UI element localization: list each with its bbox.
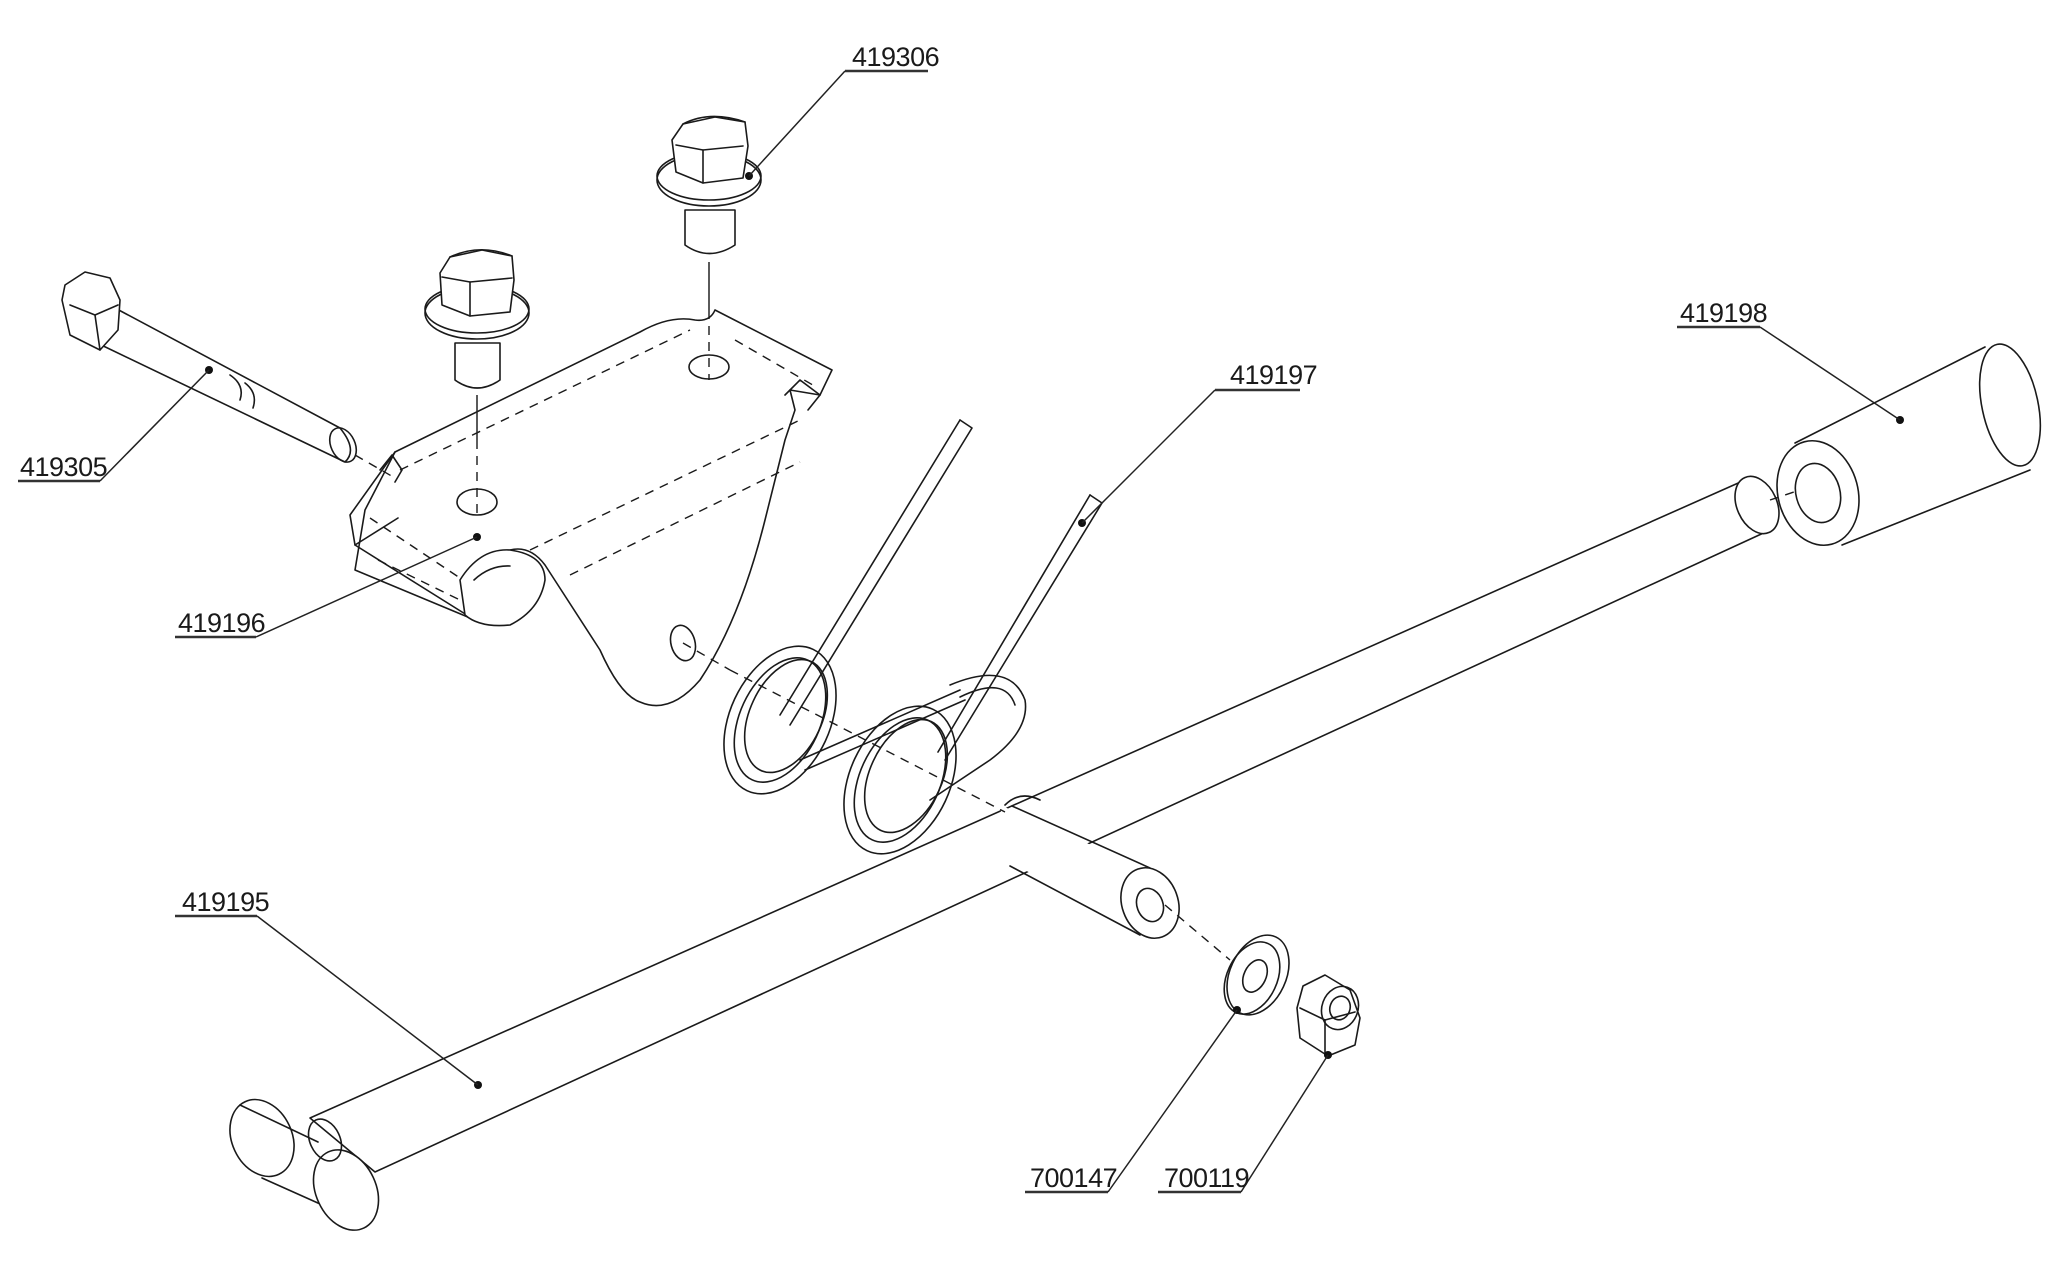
part-arm-shaft[interactable] bbox=[218, 469, 1788, 1240]
callout-700119: 700119 bbox=[1158, 1054, 1329, 1194]
part-label-419197: 419197 bbox=[1230, 360, 1317, 390]
part-label-419306: 419306 bbox=[852, 42, 939, 72]
part-flange-bolt[interactable] bbox=[656, 115, 762, 255]
part-sleeve[interactable] bbox=[1766, 339, 2050, 555]
part-label-419198: 419198 bbox=[1680, 298, 1767, 328]
part-hex-bolt[interactable] bbox=[61, 271, 361, 466]
part-label-700147: 700147 bbox=[1030, 1163, 1117, 1193]
callout-419197: 419197 bbox=[1081, 360, 1318, 524]
part-label-419195: 419195 bbox=[182, 887, 269, 917]
callout-419198: 419198 bbox=[1677, 298, 1901, 421]
callout-419305: 419305 bbox=[18, 369, 210, 483]
callout-419306: 419306 bbox=[748, 42, 940, 177]
part-flange-bolt-2[interactable] bbox=[424, 248, 530, 389]
part-washer[interactable] bbox=[1213, 925, 1301, 1025]
part-label-419305: 419305 bbox=[20, 452, 107, 482]
part-label-700119: 700119 bbox=[1164, 1163, 1249, 1193]
part-lock-nut[interactable] bbox=[1296, 974, 1364, 1059]
part-label-419196: 419196 bbox=[178, 608, 265, 638]
part-bracket[interactable] bbox=[349, 309, 833, 707]
callout-419195: 419195 bbox=[175, 887, 479, 1086]
callout-419196: 419196 bbox=[175, 536, 478, 639]
callout-700147: 700147 bbox=[1025, 1009, 1238, 1194]
